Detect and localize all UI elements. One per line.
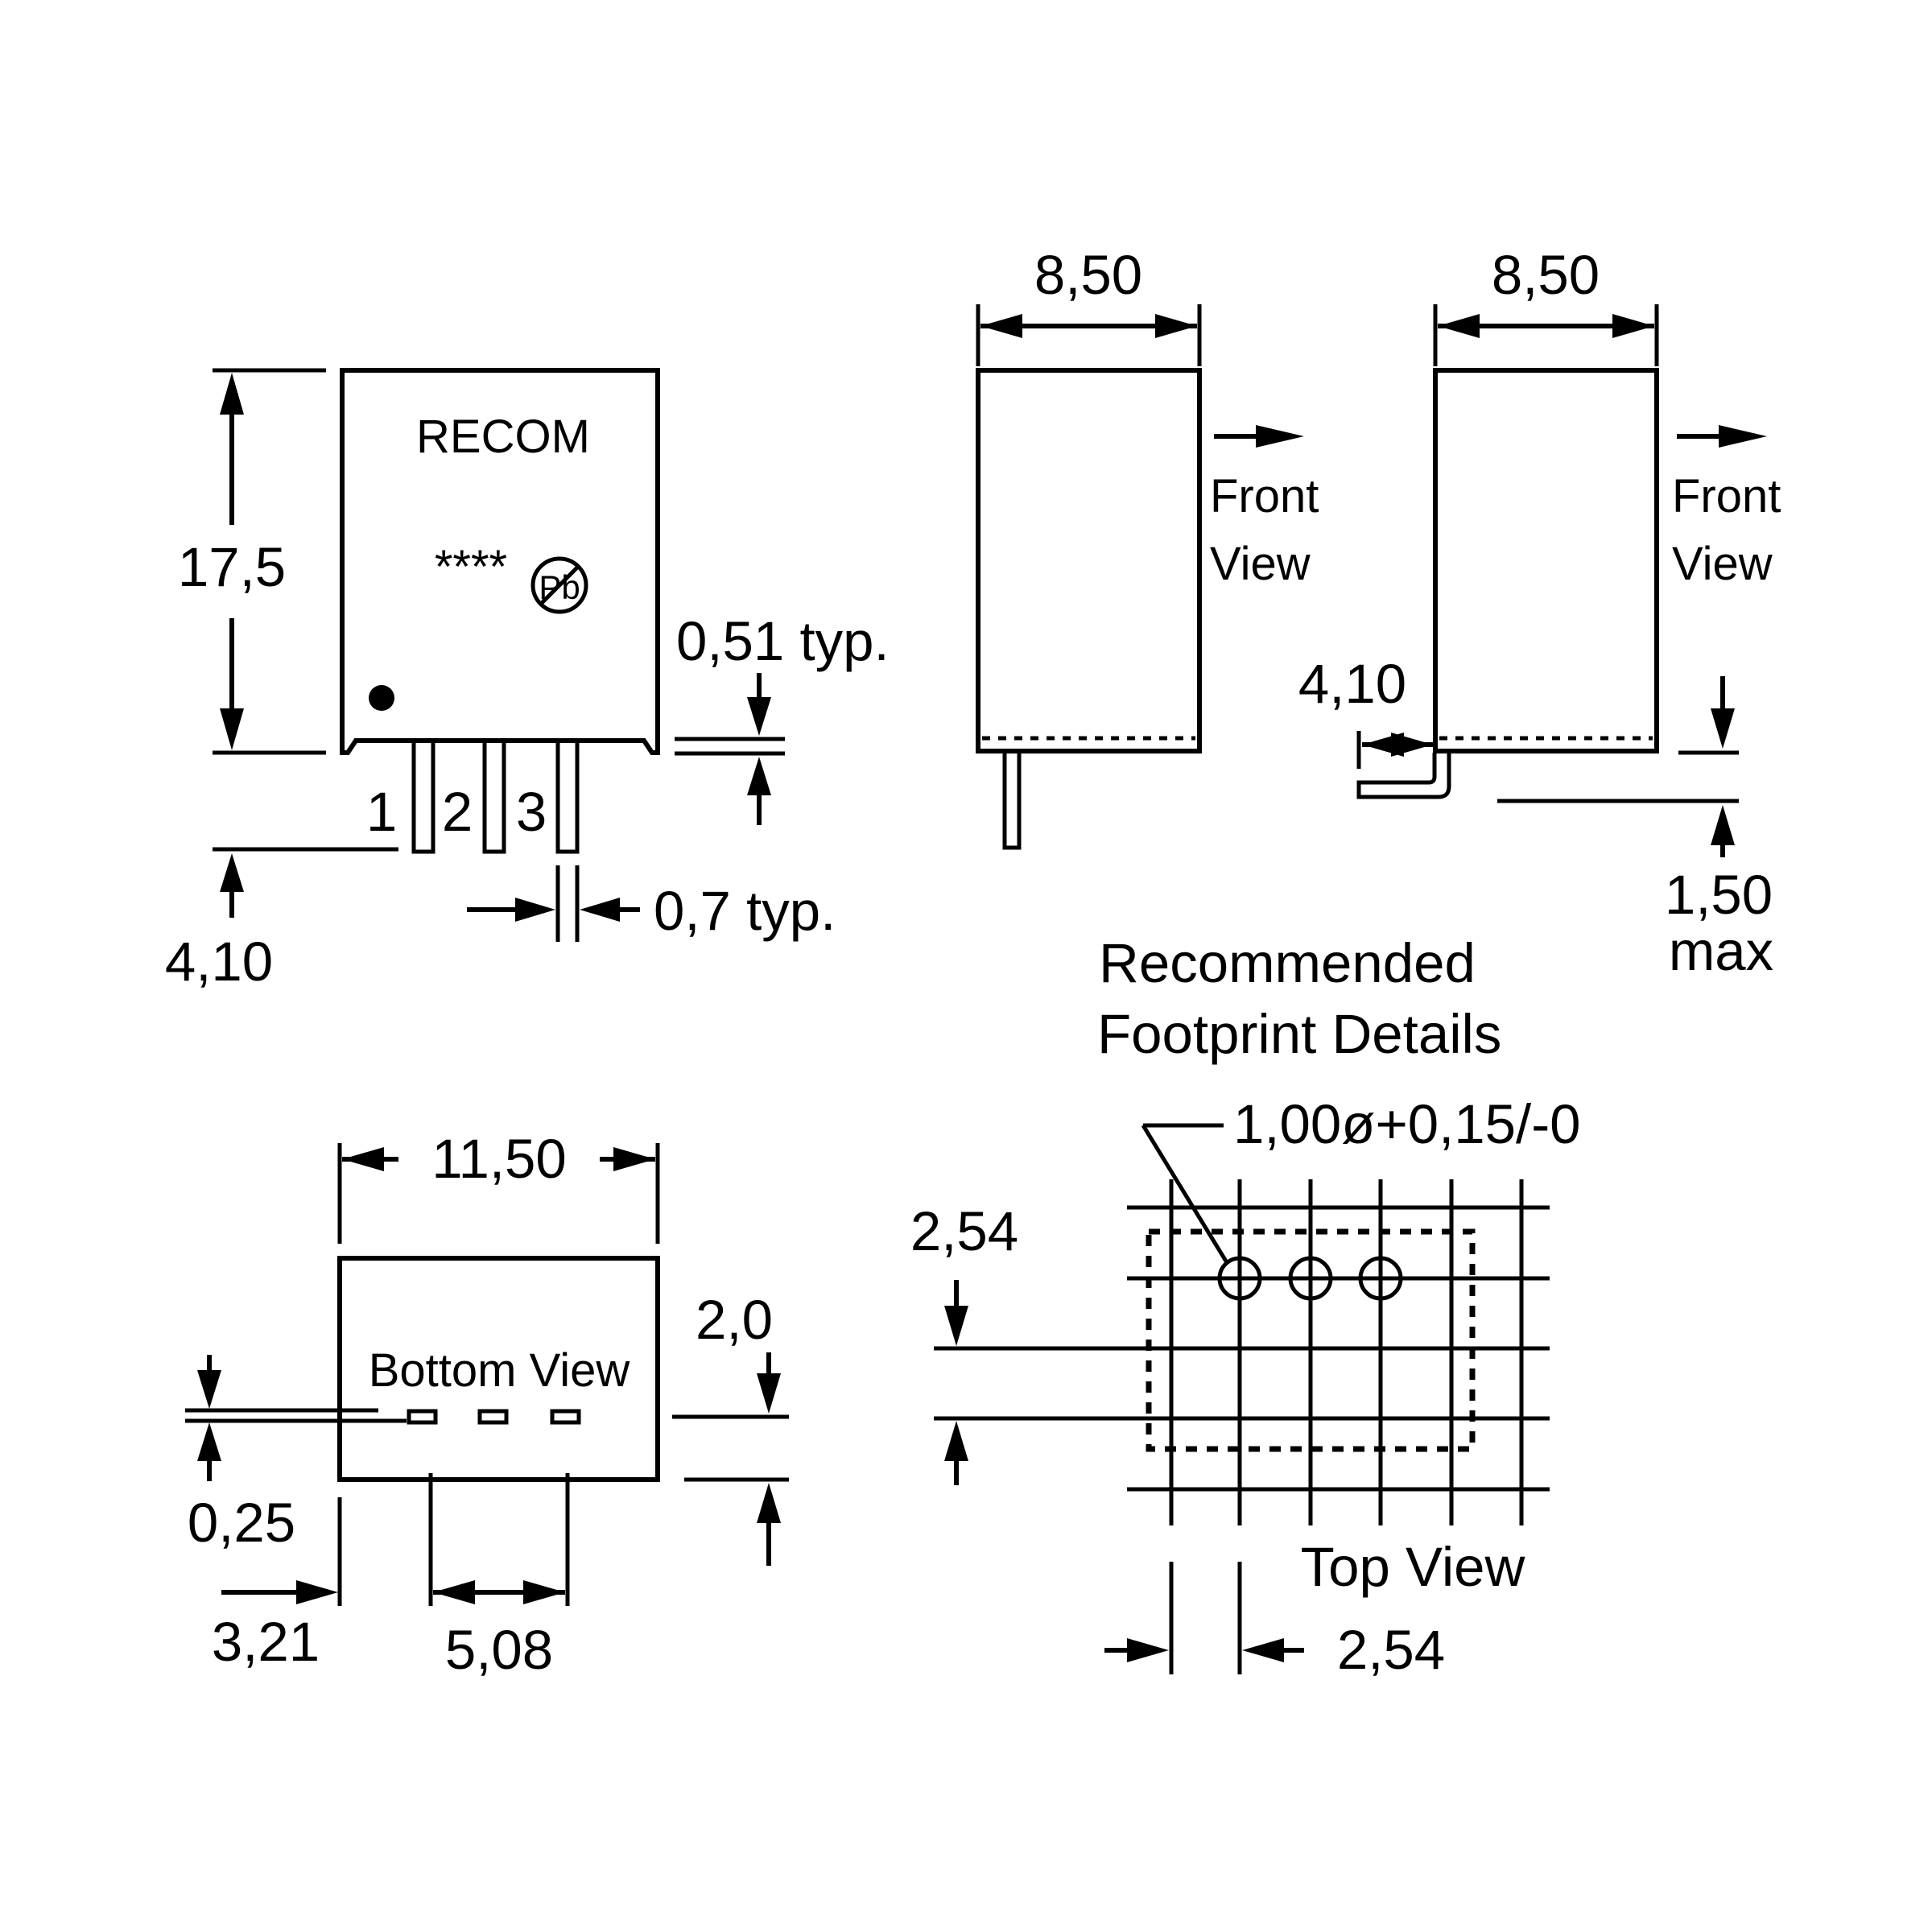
- brand-label: RECOM: [416, 411, 590, 463]
- arrowhead: [757, 1373, 781, 1414]
- pin-offset-label: 0,25: [188, 1492, 295, 1554]
- arrow-right-icon: [1719, 425, 1767, 448]
- arrowhead: [747, 697, 771, 736]
- arrowhead: [1242, 1638, 1284, 1662]
- footprint-view: Recommended Footprint Details 1,00ø+0,15…: [910, 932, 1581, 1681]
- pin-pad-3: [550, 1409, 581, 1425]
- max-height-label-line1: 1,50: [1665, 864, 1773, 926]
- side-view-straight: 8,50 Front View: [976, 244, 1319, 850]
- arrowhead: [342, 1147, 384, 1171]
- front-view: RECOM **** Pb 1 2 3 17,5 4,10: [165, 368, 890, 993]
- arrowhead: [1612, 314, 1654, 338]
- side-view-bent: 8,50 Front View 4,10 1,50 max: [1298, 244, 1781, 982]
- arrowhead: [1391, 733, 1433, 757]
- standoff-label: 0,51 typ.: [676, 610, 890, 672]
- bent-pin-label: 4,10: [1298, 653, 1406, 715]
- edge-to-pin-label: 3,21: [212, 1611, 320, 1673]
- arrowhead: [523, 1580, 565, 1604]
- arrowhead: [220, 373, 244, 415]
- front-view-label-line2: View: [1210, 538, 1311, 590]
- arrowhead: [1711, 708, 1735, 749]
- arrowhead: [580, 898, 620, 922]
- arrowhead: [433, 1580, 475, 1604]
- arrowhead: [613, 1147, 655, 1171]
- vertical-pitch-label: 2,54: [910, 1200, 1018, 1262]
- hole-leader-line: [1141, 1124, 1230, 1265]
- pin-3: [555, 738, 580, 854]
- arrow-right-icon: [1256, 425, 1304, 448]
- arrowhead: [1438, 314, 1480, 338]
- height-dimension-label: 17,5: [178, 536, 286, 598]
- straight-pin: [1002, 749, 1022, 850]
- arrowhead: [515, 898, 555, 922]
- pin-pad-2: [477, 1409, 509, 1425]
- width-label: 8,50: [1492, 244, 1600, 306]
- pin-label-1: 1: [366, 781, 397, 843]
- front-view-label-line1: Front: [1672, 470, 1781, 522]
- bottom-view: Bottom View 11,50 2,0 0,25 3,21: [185, 1128, 789, 1681]
- pb-free-icon: Pb: [530, 556, 588, 614]
- arrowhead: [1155, 314, 1197, 338]
- horizontal-pitch-label: 2,54: [1337, 1619, 1445, 1681]
- module-body-side-bent: [1433, 368, 1659, 753]
- pin-length-label: 4,10: [165, 931, 273, 993]
- arrowhead: [944, 1306, 968, 1346]
- arrowhead: [757, 1483, 781, 1523]
- pin-1-marker-dot: [369, 685, 394, 711]
- pin-1-hole: [1217, 1256, 1262, 1301]
- arrowhead: [220, 853, 244, 892]
- part-marking: ****: [435, 541, 507, 593]
- module-body-side: [976, 368, 1202, 753]
- bent-pin: [1356, 753, 1451, 799]
- arrowhead: [296, 1580, 338, 1604]
- pin-1: [411, 738, 436, 854]
- pin-label-3: 3: [516, 781, 547, 843]
- pin-2-hole: [1288, 1256, 1333, 1301]
- arrowhead: [220, 708, 244, 750]
- pin-pad-1: [407, 1409, 438, 1425]
- max-height-label-line2: max: [1669, 920, 1773, 982]
- front-view-label-line1: Front: [1210, 470, 1319, 522]
- arrowhead: [1711, 805, 1735, 845]
- arrowhead: [197, 1370, 221, 1409]
- arrowhead: [197, 1422, 221, 1461]
- module-outline-dashed: [1146, 1228, 1476, 1452]
- bottom-view-title: Bottom View: [369, 1344, 631, 1397]
- pin-label-2: 2: [442, 781, 473, 843]
- front-view-label-line2: View: [1672, 538, 1773, 590]
- hole-size-label: 1,00ø+0,15/-0: [1233, 1093, 1581, 1155]
- top-view-label: Top View: [1301, 1536, 1525, 1598]
- width-label: 8,50: [1034, 244, 1142, 306]
- pin-width-label: 0,7 typ.: [654, 880, 836, 942]
- footprint-title-line2: Footprint Details: [1097, 1003, 1501, 1065]
- width-label: 11,50: [431, 1128, 567, 1190]
- module-body-front: [340, 368, 660, 755]
- arrowhead: [1127, 1638, 1169, 1662]
- pin-2: [482, 738, 506, 854]
- module-body-bottom: [337, 1256, 660, 1482]
- pin-3-hole: [1358, 1256, 1403, 1301]
- arrowhead: [944, 1421, 968, 1461]
- pin-pitch-label: 5,08: [445, 1619, 553, 1681]
- footprint-title-line1: Recommended: [1099, 932, 1476, 994]
- depth-label: 2,0: [696, 1289, 773, 1351]
- arrowhead: [980, 314, 1022, 338]
- arrowhead: [747, 757, 771, 795]
- footprint-grid: [934, 1179, 1550, 1525]
